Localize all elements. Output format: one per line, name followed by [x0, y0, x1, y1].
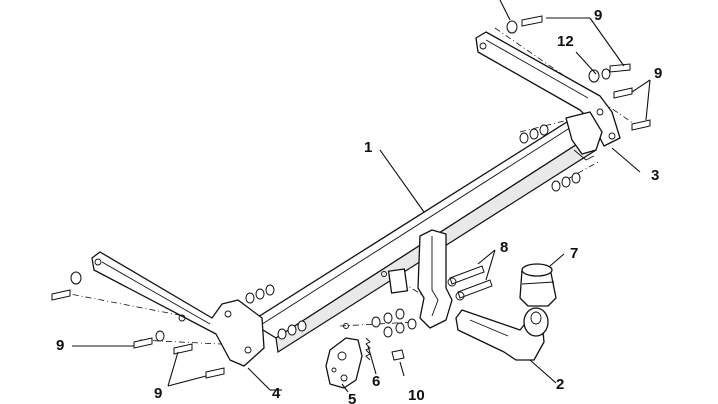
- left-side-bracket: [91, 251, 265, 367]
- callout-6: 6: [372, 373, 380, 390]
- callout-1: 1: [364, 139, 372, 156]
- callout-10: 10: [408, 387, 425, 404]
- callout-2: 2: [556, 376, 564, 393]
- fasteners: [51, 15, 651, 379]
- callout-9-bottom: 9: [154, 385, 162, 402]
- callout-5: 5: [348, 391, 356, 404]
- tow-ball-neck: [455, 307, 549, 361]
- ball-cover: [519, 263, 557, 307]
- callout-9-right: 9: [654, 65, 662, 82]
- leader-lines: [72, 0, 651, 393]
- callout-9-top: 9: [594, 7, 602, 24]
- callout-labels: 1 2 3 4 5 6 7 8 9 9 9 9 10 12: [56, 7, 662, 404]
- callout-4: 4: [272, 385, 281, 402]
- spring: [365, 337, 371, 361]
- socket-plate: [325, 337, 363, 389]
- callout-8: 8: [500, 239, 508, 256]
- callout-7: 7: [570, 245, 578, 262]
- callout-9-left: 9: [56, 337, 64, 354]
- right-side-bracket: [475, 31, 621, 147]
- long-bolts: [447, 265, 493, 301]
- callout-3: 3: [651, 167, 659, 184]
- callout-12: 12: [557, 33, 574, 50]
- ball-mount-plate: [387, 229, 453, 329]
